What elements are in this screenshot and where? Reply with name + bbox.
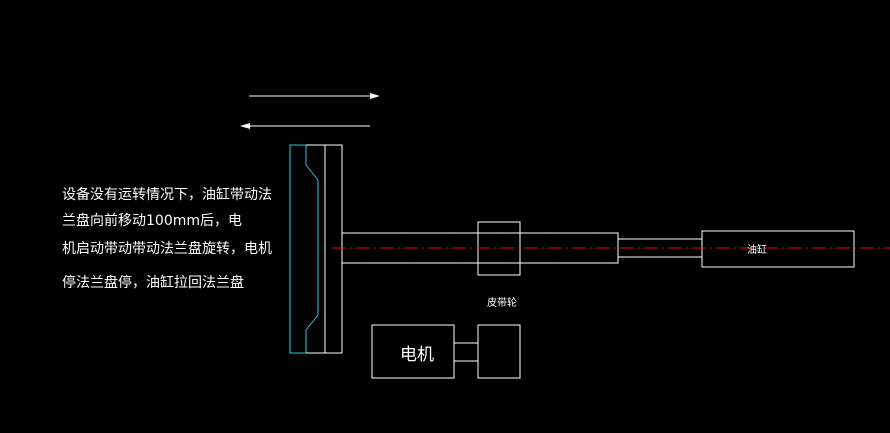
flange-profile: [289, 144, 319, 354]
motor-label: 电机: [400, 345, 434, 365]
note-line: 兰盘向前移动100mm后，电: [62, 213, 242, 229]
motor-pulley: [477, 324, 521, 379]
note-line: 机启动带动带动法兰盘旋转，电机: [62, 241, 272, 257]
right-arrow-icon: [249, 93, 380, 99]
pulley-label: 皮带轮: [487, 298, 517, 309]
flange-plate: [289, 144, 343, 354]
motor-coupling: [453, 342, 479, 362]
note-line: 停法兰盘停，油缸拉回法兰盘: [62, 275, 244, 291]
oil-cylinder: [701, 230, 855, 268]
flange-body: [324, 144, 343, 354]
motor-assembly: [371, 324, 521, 379]
cylinder-label: 油缸: [747, 245, 767, 256]
note-line: 设备没有运转情况下，油缸带动法: [62, 187, 272, 203]
left-arrow-icon: [240, 123, 370, 129]
